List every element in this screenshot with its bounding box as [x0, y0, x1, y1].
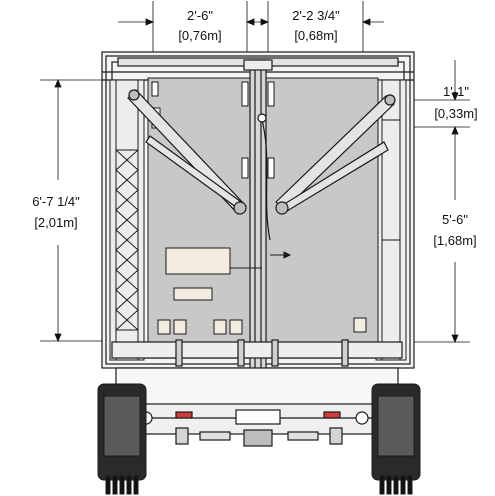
- trailer-body: [109, 367, 407, 447]
- dim-top-right-imperial: 2'-2 3/4": [292, 8, 340, 23]
- license-plate-holder: [235, 409, 281, 425]
- dim-right-lower-imperial: 5'-6": [442, 212, 468, 227]
- diagonal-struts: [127, 89, 396, 215]
- dim-right-lower-metric: [1,68m]: [433, 233, 476, 248]
- dim-top-left-metric: [0,76m]: [178, 28, 221, 43]
- right-tail-light: [355, 411, 369, 425]
- panel-plates: [157, 247, 367, 335]
- dimension-labels: 2'-6" [0,76m] 2'-2 3/4" [0,68m] 6'-7 1/4…: [32, 8, 477, 248]
- dim-left-height-metric: [2,01m]: [34, 215, 77, 230]
- dim-top-right-metric: [0,68m]: [294, 28, 337, 43]
- dim-right-upper-metric: [0,33m]: [434, 106, 477, 121]
- central-mast: [243, 59, 273, 431]
- dim-top-left-imperial: 2'-6": [187, 8, 213, 23]
- base-beam: [111, 339, 403, 367]
- left-lattice-mast: [109, 79, 145, 361]
- dim-left-height-imperial: 6'-7 1/4": [32, 194, 80, 209]
- dim-right-upper-imperial: 1'-1": [443, 84, 469, 99]
- info-plate: [165, 247, 231, 275]
- wheels: [97, 383, 421, 495]
- dimension-lines: [40, 1, 470, 344]
- right-lattice-mast: [375, 79, 407, 361]
- small-plate: [173, 287, 213, 301]
